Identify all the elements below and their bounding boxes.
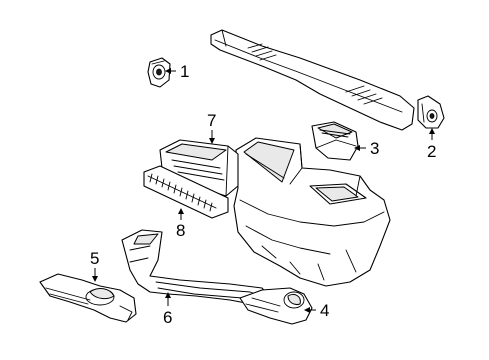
defroster-duct[interactable] <box>210 29 415 131</box>
callout-8: 8 <box>176 221 185 240</box>
callout-7: 7 <box>207 111 216 130</box>
part-4-duct-elbow[interactable] <box>239 287 313 325</box>
leader-lines <box>92 68 435 313</box>
callout-5: 5 <box>90 249 99 268</box>
callout-3: 3 <box>370 139 379 158</box>
part-2-bracket[interactable] <box>417 95 445 129</box>
callout-labels: 1 2 3 4 5 6 7 8 <box>90 62 436 327</box>
part-1-bracket[interactable] <box>147 57 171 88</box>
part-5-floor-duct[interactable] <box>39 273 137 323</box>
part-8-cabin-filter[interactable] <box>143 165 229 219</box>
part-7-air-inlet-housing[interactable] <box>159 139 239 197</box>
callout-2: 2 <box>427 142 436 161</box>
callout-4: 4 <box>320 301 329 320</box>
hvac-housing[interactable] <box>233 137 391 287</box>
part-3-vent-outlet[interactable] <box>311 121 359 161</box>
callout-1: 1 <box>180 62 189 81</box>
callout-6: 6 <box>163 308 172 327</box>
